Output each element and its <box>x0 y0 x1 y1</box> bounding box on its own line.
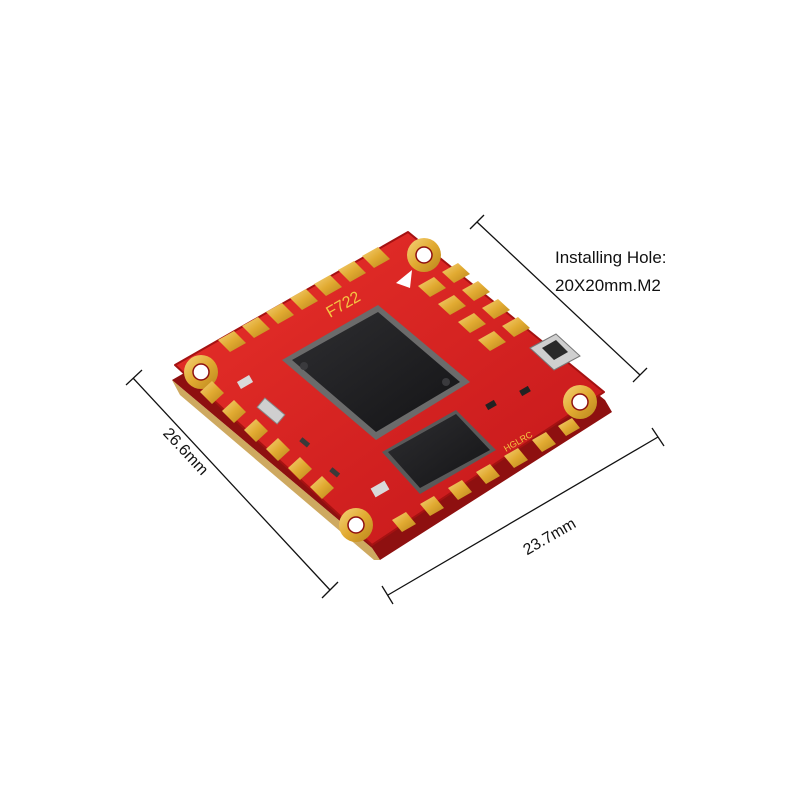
caption-line-2: 20X20mm.M2 <box>555 276 661 295</box>
mounting-hole-bottom <box>339 508 373 542</box>
mounting-hole-top <box>407 238 441 272</box>
solder-pads-top-left <box>218 247 390 352</box>
solder-pad-grid <box>418 263 530 351</box>
secondary-chip <box>382 410 496 494</box>
solder-pads-bottom-right <box>392 418 580 532</box>
dimension-label-bottom: 23.7mm <box>520 515 579 559</box>
flight-controller-board: F722 HGLRC <box>172 231 612 560</box>
small-components <box>236 375 531 498</box>
mcu-chip <box>282 305 470 440</box>
dimension-line-left <box>125 369 339 599</box>
caption-line-1: Installing Hole: <box>555 248 667 267</box>
orientation-arrow <box>396 270 412 288</box>
boot-button <box>529 333 581 371</box>
mounting-hole-right <box>563 385 597 419</box>
dimension-line-bottom <box>381 427 665 605</box>
mounting-hole-left <box>184 355 218 389</box>
pcb-side-gold <box>172 380 380 560</box>
dimension-label-left: 26.6mm <box>159 425 211 479</box>
solder-pads-bottom-left <box>200 381 334 499</box>
installing-hole-caption: Installing Hole: 20X20mm.M2 <box>555 244 667 300</box>
